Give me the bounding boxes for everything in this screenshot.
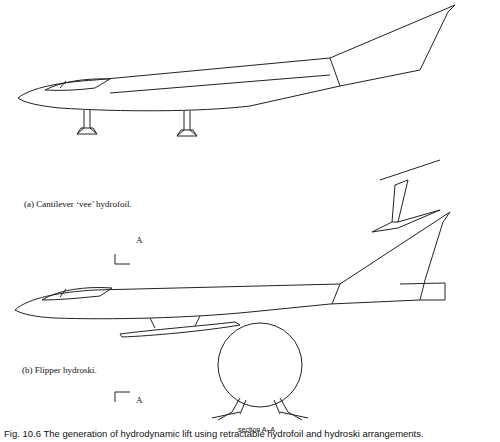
figure-label: (a) Cantilever ‘vee’ hydrofoil.: [24, 200, 132, 210]
figure-label: (b) Flipper hydroski.: [22, 366, 97, 376]
aircraft-a: [18, 5, 455, 232]
section-letter: A: [136, 236, 143, 246]
section-letter: A: [136, 396, 143, 406]
figure-caption: Fig. 10.6 The generation of hydrodynamic…: [4, 429, 424, 439]
aircraft-b: [15, 212, 450, 420]
